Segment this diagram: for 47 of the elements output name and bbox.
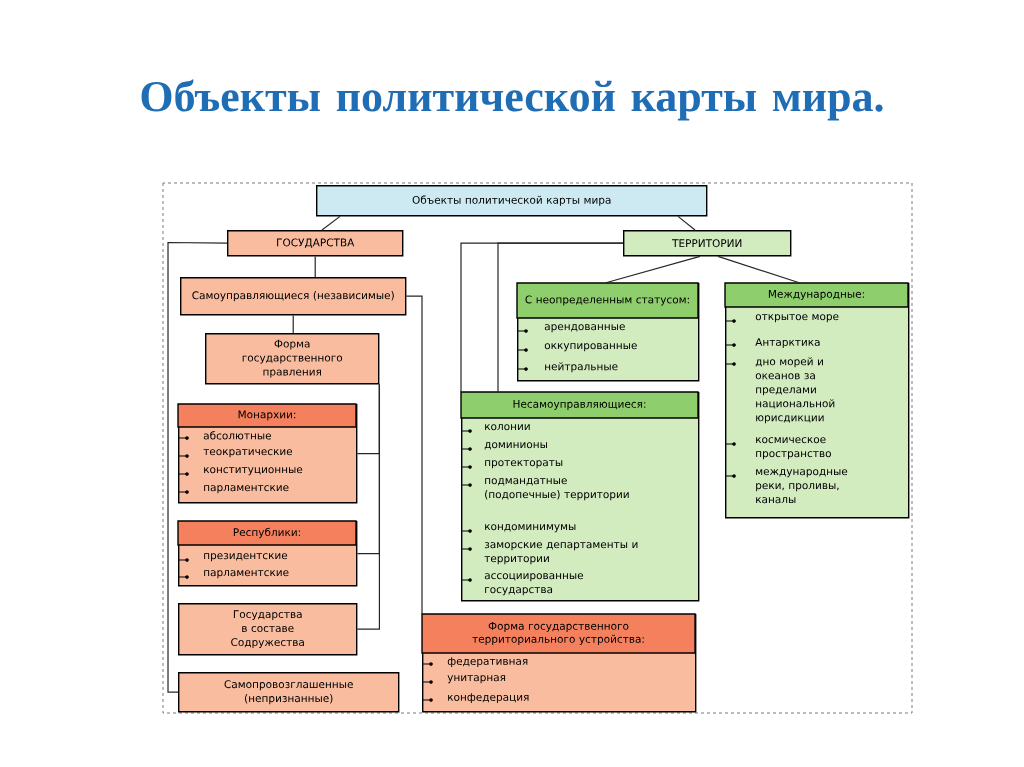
list-item: подмандатные (подопечные) территории	[460, 478, 629, 501]
list-item: федеративная	[421, 657, 528, 668]
connector-line	[321, 215, 341, 231]
list-item: парламентские	[177, 485, 289, 494]
list-item: унитарная	[421, 675, 506, 684]
list-item: абсолютные	[177, 431, 272, 440]
list-item: доминионы	[460, 442, 547, 451]
category-box: Форма государственного правления	[205, 333, 380, 385]
list-item: президентские	[177, 553, 288, 562]
list-item: международные реки, проливы, каналы	[724, 469, 848, 504]
box-heading: Международные:	[768, 290, 864, 300]
list-item: Антарктика	[724, 338, 820, 349]
box-heading: Несамоуправляющиеся:	[513, 400, 646, 410]
box-heading: С неопределенным статусом:	[525, 295, 689, 306]
category-box: ТЕРРИТОРИИ	[623, 230, 792, 257]
category-box: Государства в составе Содружества	[178, 603, 358, 656]
list-item: протектораты	[460, 460, 563, 469]
list-item: кондоминимумы	[460, 524, 576, 533]
list-item: дно морей и океанов за пределами национальной юрисдикции	[724, 357, 835, 424]
list-item: космическое пространство	[724, 437, 831, 460]
list-item: открытое море	[724, 314, 839, 323]
connector-line	[604, 255, 701, 284]
category-box: Самоуправляющиеся (независимые)	[180, 277, 407, 316]
list-item: колонии	[460, 424, 530, 433]
connector-line	[314, 255, 316, 278]
list-item: конфедерация	[421, 693, 529, 704]
list-item: оккупированные	[516, 343, 637, 352]
category-box: ГОСУДАРСТВА	[227, 230, 404, 257]
connector-line	[460, 242, 624, 393]
connector-line	[167, 241, 228, 693]
title: Объекты политической карты мира.	[141, 79, 883, 121]
connector-line	[717, 255, 801, 284]
list-item: парламентские	[177, 570, 289, 579]
box-heading: Монархии:	[238, 410, 296, 421]
list-item: конституционные	[177, 467, 303, 476]
list-item: ассоциированные государства	[460, 573, 584, 596]
box-heading: Форма государственного территориального устройства:	[472, 622, 644, 645]
category-box: Самопровозглашенные (непризнанные)	[178, 672, 400, 713]
list-item: арендованные	[516, 324, 625, 333]
connector-line	[292, 314, 294, 334]
list-item: нейтральные	[516, 362, 618, 373]
connector-line	[405, 295, 423, 615]
box-heading: Республики:	[233, 527, 300, 539]
list-item: теократические	[177, 449, 293, 458]
category-box: Объекты политической карты мира	[316, 185, 708, 217]
connector-line	[677, 215, 696, 231]
connector-line	[356, 383, 380, 630]
